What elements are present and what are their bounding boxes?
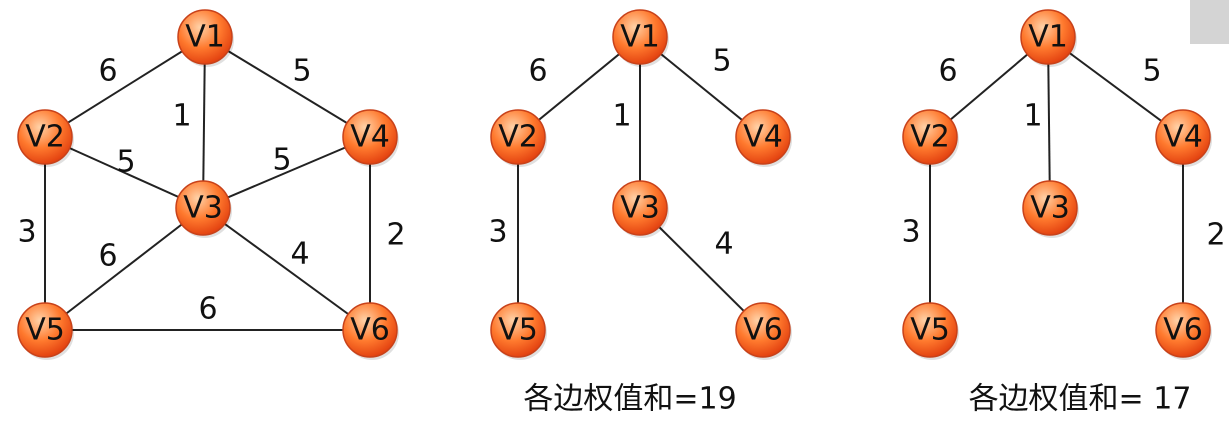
node-v2: V2 (490, 109, 547, 167)
node-circle (735, 109, 791, 165)
node-v5: V5 (17, 302, 74, 360)
node-label: V6 (350, 313, 390, 348)
node-circle (612, 180, 668, 236)
edge-v1-v3 (202, 36, 206, 209)
edge-weight-label: 3 (901, 215, 920, 250)
node-circle (342, 109, 398, 165)
node-v6: V6 (735, 302, 792, 360)
node-v4: V4 (1155, 109, 1212, 167)
node-v3: V3 (612, 180, 669, 238)
edge-v1-v3 (1047, 36, 1051, 209)
edge-weight-label: 6 (198, 292, 217, 327)
node-v3: V3 (1022, 180, 1079, 238)
edge-weight-label: 6 (98, 239, 117, 274)
edge-weight-label: 1 (172, 99, 191, 134)
edge-weight-label: 2 (1206, 218, 1225, 253)
node-label: V5 (498, 313, 538, 348)
node-circle (177, 9, 233, 65)
node-circle (17, 109, 73, 165)
edge-weight-label: 5 (292, 54, 311, 89)
edge-v1-v4 (204, 36, 371, 138)
node-circle (612, 9, 668, 65)
edge-v1-v2 (44, 36, 206, 138)
node-circle (1155, 302, 1211, 358)
node-label: V4 (350, 120, 390, 155)
edge-v2-v3 (44, 136, 204, 209)
node-circle (735, 302, 791, 358)
node-circle (490, 109, 546, 165)
node-v1: V1 (177, 9, 234, 67)
edge-v1-v4 (1047, 36, 1184, 138)
edge-weight-label: 5 (1142, 54, 1161, 89)
node-label: V1 (620, 20, 660, 55)
weight-sum-caption: 各边权值和=19 (523, 382, 736, 417)
node-label: V2 (25, 120, 65, 155)
node-v5: V5 (490, 302, 547, 360)
corner-block (1190, 0, 1229, 44)
node-label: V6 (1163, 313, 1203, 348)
edge-weight-label: 4 (714, 227, 733, 262)
edge-weight-label: 4 (290, 237, 309, 272)
node-circle (902, 109, 958, 165)
edge-weight-label: 2 (386, 218, 405, 253)
edge-v4-v3 (202, 136, 371, 209)
node-circle (1155, 109, 1211, 165)
edge-weight-label: 1 (1023, 99, 1042, 134)
node-label: V5 (25, 313, 65, 348)
node-circle (902, 302, 958, 358)
edge-weight-label: 6 (528, 54, 547, 89)
node-v1: V1 (612, 9, 669, 67)
edge-weight-label: 6 (938, 54, 957, 89)
node-v6: V6 (342, 302, 399, 360)
node-circle (490, 302, 546, 358)
edge-v3-v6 (202, 207, 371, 331)
weight-sum-caption: 各边权值和= 17 (969, 382, 1192, 417)
edge-weight-label: 3 (488, 215, 507, 250)
edge-v3-v5 (44, 207, 204, 331)
node-v2: V2 (902, 109, 959, 167)
node-label: V6 (743, 313, 783, 348)
node-label: V1 (1028, 20, 1068, 55)
node-label: V2 (910, 120, 950, 155)
edge-weight-label: 1 (612, 99, 631, 134)
node-v1: V1 (1020, 9, 1077, 67)
edge-weight-label: 5 (272, 143, 291, 178)
node-circle (175, 180, 231, 236)
node-v4: V4 (735, 109, 792, 167)
node-v5: V5 (902, 302, 959, 360)
edge-weight-label: 6 (98, 54, 117, 89)
node-v6: V6 (1155, 302, 1212, 360)
node-v2: V2 (17, 109, 74, 167)
node-circle (17, 302, 73, 358)
node-circle (342, 302, 398, 358)
node-label: V4 (1163, 120, 1203, 155)
node-label: V3 (183, 191, 223, 226)
node-circle (1020, 9, 1076, 65)
edge-v3-v6 (639, 207, 764, 331)
node-circle (1022, 180, 1078, 236)
node-v3: V3 (175, 180, 232, 238)
node-label: V4 (743, 120, 783, 155)
node-label: V3 (620, 191, 660, 226)
node-label: V2 (498, 120, 538, 155)
node-v4: V4 (342, 109, 399, 167)
edge-weight-label: 3 (17, 215, 36, 250)
edge-weight-label: 5 (116, 145, 135, 180)
node-label: V3 (1030, 191, 1070, 226)
node-label: V5 (910, 313, 950, 348)
edge-weight-label: 5 (712, 44, 731, 79)
node-label: V1 (185, 20, 225, 55)
